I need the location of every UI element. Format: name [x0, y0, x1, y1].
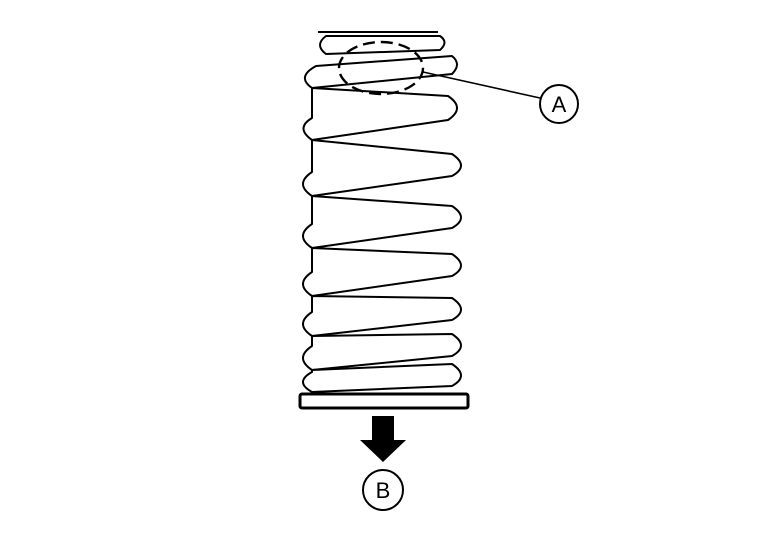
callout-b: B	[360, 416, 406, 511]
callout-a: A	[337, 40, 579, 124]
spring-top-end	[304, 31, 458, 89]
spring-seat-plate	[298, 392, 470, 410]
callout-a-label: A	[552, 92, 567, 117]
spring-coils	[302, 87, 462, 393]
down-arrow-icon	[360, 416, 406, 462]
callout-a-circle	[539, 84, 579, 124]
callout-a-leader	[422, 71, 541, 99]
callout-b-label: B	[376, 478, 391, 503]
callout-a-highlight	[337, 40, 425, 96]
callout-b-circle	[362, 469, 404, 511]
